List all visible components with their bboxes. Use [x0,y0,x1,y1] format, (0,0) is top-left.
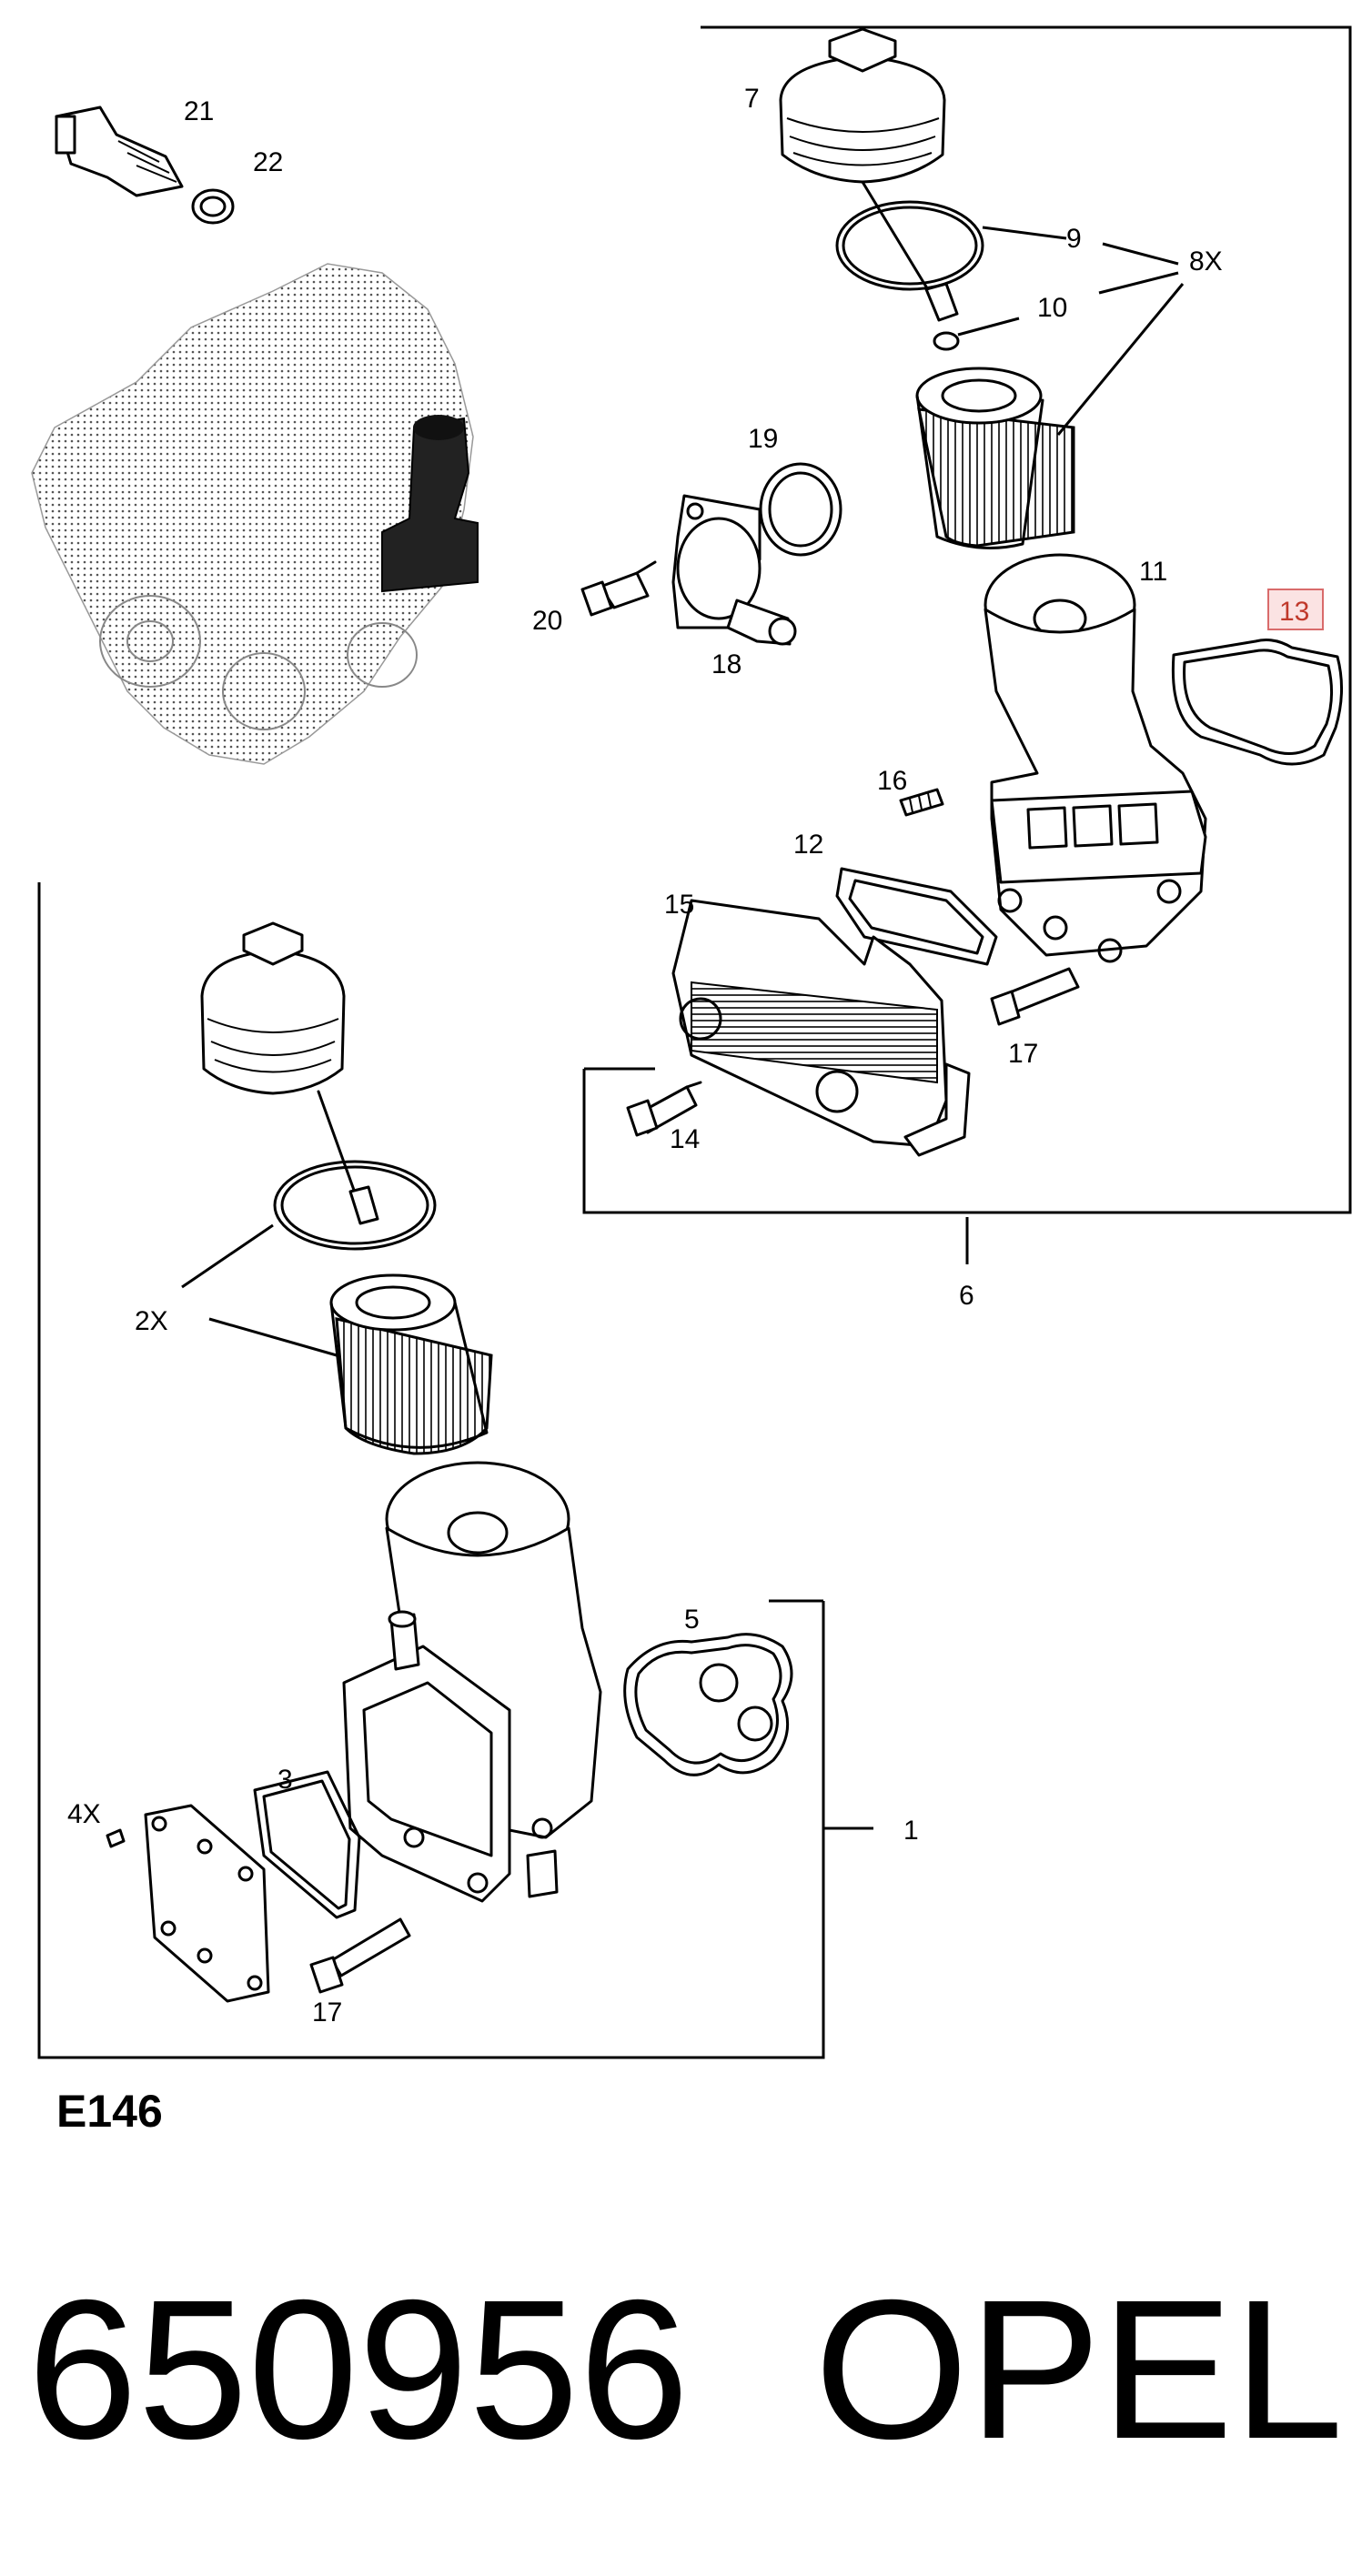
label-4x: 4X [67,1799,101,1829]
label-20: 20 [532,606,562,636]
engine-thumbnail [31,263,479,765]
part-1-housing [342,1461,602,1903]
brand-name: OPEL [814,2259,1344,2480]
label-14: 14 [670,1124,700,1154]
label-11: 11 [1139,557,1167,587]
label-12: 12 [793,830,823,860]
part-22-washer [191,188,235,225]
part-3-gasket [253,1770,361,1919]
label-5: 5 [684,1605,700,1635]
frame-assembly-1 [37,882,825,2059]
part-18-flange [671,494,797,646]
label-13: 13 [1279,597,1309,627]
label-7: 7 [744,84,760,114]
leader-lines [181,226,1185,1830]
part-17-bolt-lower [309,1917,411,1994]
part-cap-lower [200,921,379,1225]
label-3: 3 [277,1765,293,1795]
part-11-filter-housing [984,553,1207,963]
label-18: 18 [711,649,741,679]
part-19-gasket [759,462,842,557]
part-9-o-ring [835,200,984,291]
label-21: 21 [184,96,214,126]
part-4x-cover-plate [144,1804,270,2003]
part-15-oil-cooler [671,899,971,1157]
callout-labels: 21 22 7 9 8X 10 19 11 13 20 18 16 12 15 … [67,84,1324,2028]
label-10: 10 [1037,293,1067,323]
part-2x-filter-element [329,1273,493,1455]
part-14-bolt [626,1081,702,1137]
part-4x-screw [106,1828,126,1848]
part-16-stud [899,788,944,817]
part-20-bolt [580,560,657,617]
label-6: 6 [959,1281,974,1311]
label-9: 9 [1066,224,1082,254]
label-17-upper: 17 [1008,1039,1038,1069]
label-19: 19 [748,424,778,454]
part-10-seal [933,331,960,351]
label-17-lower: 17 [312,1997,342,2028]
part-number: 650956 [27,2259,689,2480]
highlight-box-13 [1267,589,1324,630]
label-1: 1 [903,1816,919,1846]
part-2x-o-ring [273,1160,437,1251]
part-5-gasket [623,1633,793,1776]
label-2x: 2X [135,1306,168,1336]
part-8x-filter-element [915,367,1075,549]
part-17-bolt-upper [990,967,1080,1026]
frame-assembly-6 [582,25,1352,1214]
diagram-code: E146 [56,2086,163,2137]
part-12-gasket [835,867,998,966]
part-21-sensor [55,106,184,197]
label-8x: 8X [1189,247,1223,277]
part-13-gasket [1171,639,1344,766]
label-15: 15 [664,890,694,920]
label-22: 22 [253,147,283,177]
label-16: 16 [877,766,907,796]
part-7-filter-cap [779,27,959,322]
